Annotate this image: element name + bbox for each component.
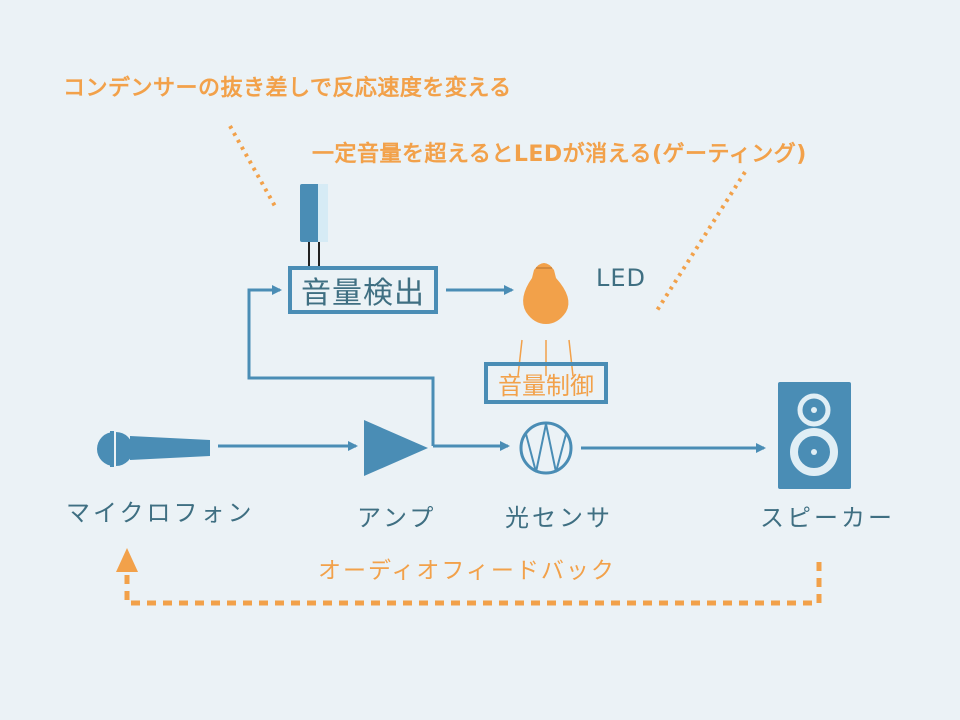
amp-to-sensor-arrow [247, 285, 435, 446]
capacitor-note-leader [228, 125, 278, 209]
gating-note: 一定音量を超えるとLEDが消える(ゲーティング) [312, 142, 807, 167]
capacitor-icon [300, 184, 328, 266]
volume-control-block: 音量制御 [484, 362, 608, 404]
speaker-label: スピーカー [760, 504, 895, 532]
microphone-icon [97, 431, 210, 467]
feedback-arrowhead [116, 548, 138, 572]
microphone-label: マイクロフォン [66, 499, 255, 527]
light-sensor-icon [519, 421, 573, 475]
volume-detect-block: 音量検出 [288, 266, 438, 314]
light-sensor-label: 光センサ [505, 504, 613, 532]
amplifier-label: アンプ [357, 504, 437, 532]
audio-feedback-path [124, 562, 822, 606]
volume-control-label: 音量制御 [498, 371, 594, 400]
speaker-icon [778, 382, 851, 489]
gating-note-leader [654, 170, 747, 314]
amplifier-icon [364, 420, 428, 476]
capacitor-note: コンデンサーの抜き差しで反応速度を変える [63, 76, 512, 101]
led-bulb-icon [517, 263, 574, 377]
volume-detect-label: 音量検出 [301, 276, 425, 311]
audio-feedback-label: オーディオフィードバック [318, 558, 616, 584]
led-label: LED [596, 264, 647, 292]
